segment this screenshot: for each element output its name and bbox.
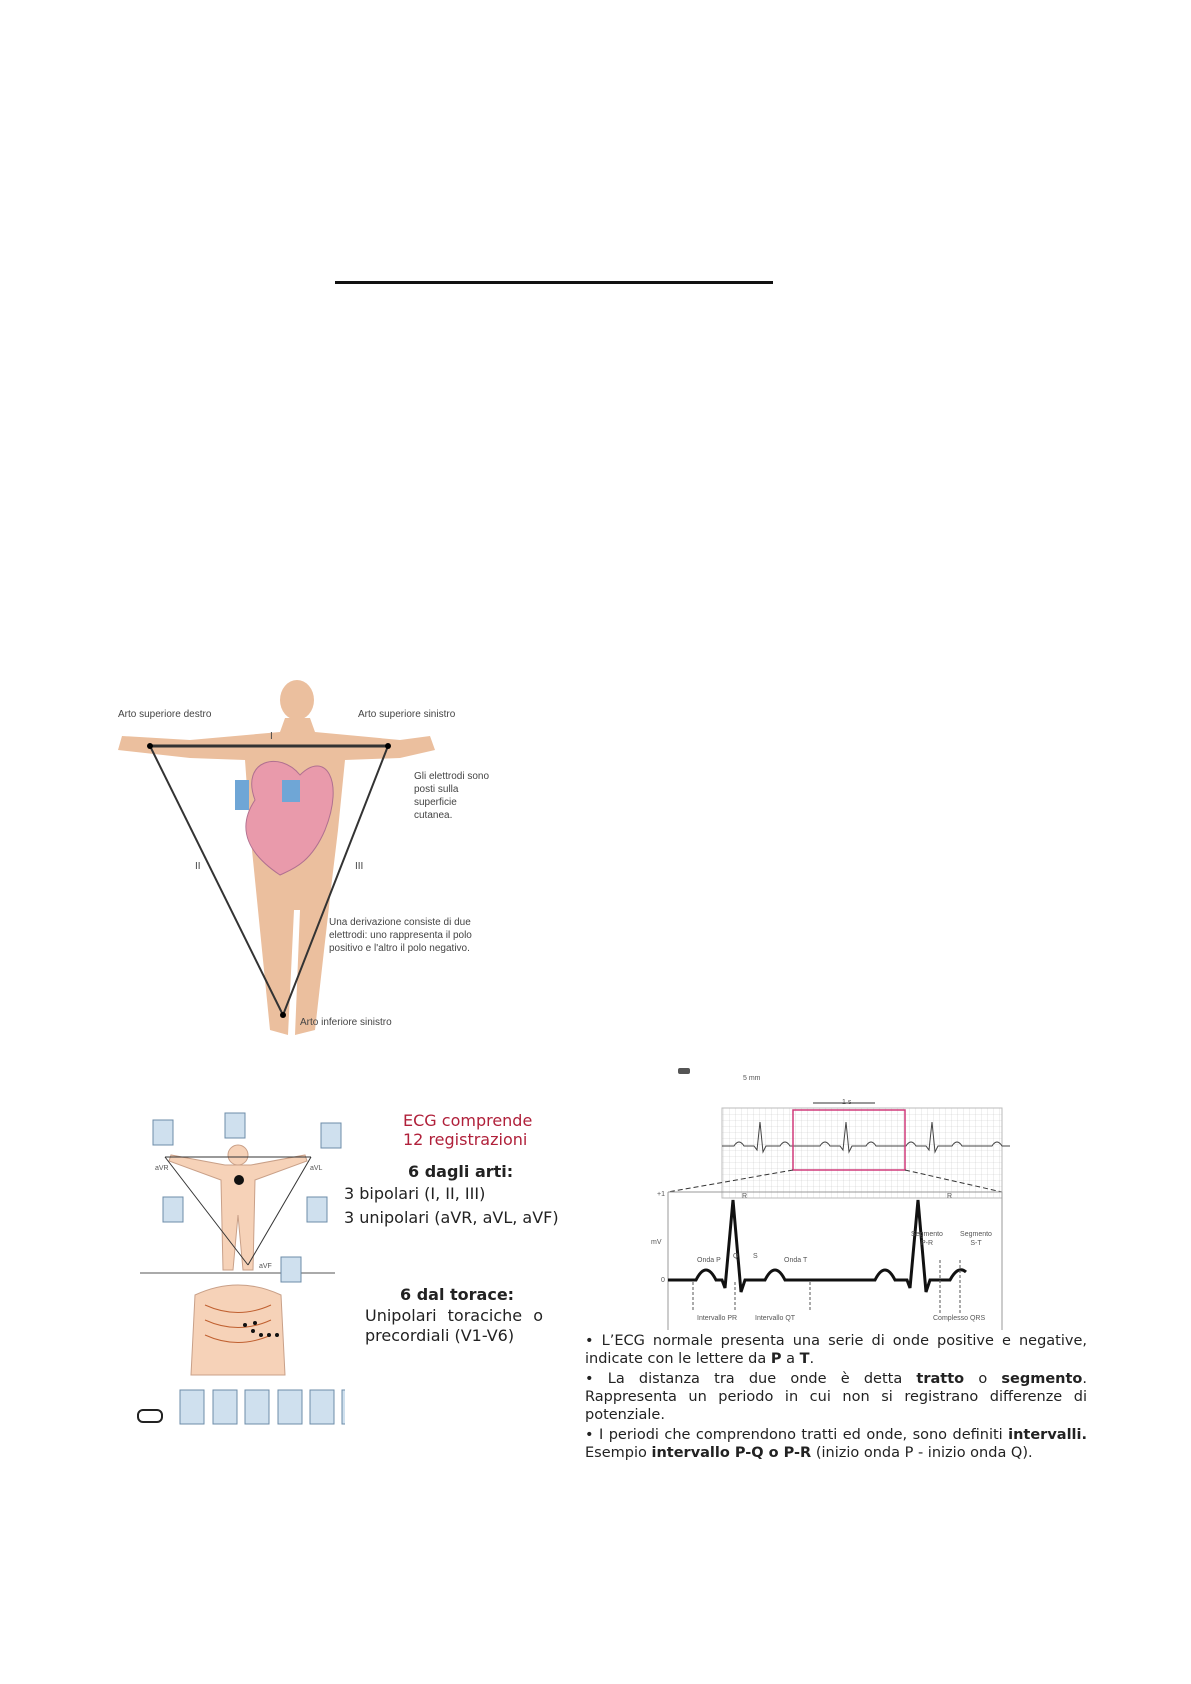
y-top-label: +1 xyxy=(657,1191,665,1198)
qrs-label: Complesso QRS xyxy=(933,1315,986,1322)
ecg-bullets: • L’ECG normale presenta una serie di on… xyxy=(585,1332,1087,1462)
bullet-item: • La distanza tra due onde è detta tratt… xyxy=(585,1371,1087,1423)
einthoven-triangle-figure: Arto superiore destro Arto superiore sin… xyxy=(110,680,500,1050)
chest-leads-heading: 6 dal torace: xyxy=(400,1285,515,1304)
lead-iii-label: III xyxy=(355,861,364,872)
scale-label: 5 mm xyxy=(743,1075,761,1082)
ecg-figure: 5 mm 1 s +1 0 mV R R Q S Onda P Onda T S… xyxy=(585,1060,1058,1332)
lead-note: Una derivazione consiste di due elettrod… xyxy=(329,917,472,954)
electrodes-note: Gli elettrodi sono posti sulla superfici… xyxy=(414,771,490,821)
ecg-trace-diagram xyxy=(667,1068,1058,1330)
right-arm-label: Arto superiore destro xyxy=(118,709,212,720)
qt-interval-label: Intervallo QT xyxy=(755,1315,796,1322)
chest-leads-desc: Unipolari toraciche o precordiali (V1-V6… xyxy=(365,1306,543,1345)
r-label: R xyxy=(742,1193,748,1200)
lead-placement-diagram xyxy=(137,1112,367,1425)
bullet-item: • I periodi che comprendono tratti ed on… xyxy=(585,1427,1087,1461)
left-leg-label: Arto inferiore sinistro xyxy=(300,1017,392,1028)
avl-label: aVL xyxy=(310,1165,323,1172)
p-wave-label: Onda P xyxy=(697,1257,721,1264)
q-label: Q xyxy=(733,1253,739,1260)
y-unit-label: mV xyxy=(651,1239,662,1246)
left-arm-label: Arto superiore sinistro xyxy=(358,709,456,720)
body-diagram xyxy=(118,680,435,1035)
unipolar-leads: 3 unipolari (aVR, aVL, aVF) xyxy=(344,1208,559,1227)
bullet-item: • L’ECG normale presenta una serie di on… xyxy=(585,1333,1087,1367)
t-wave-label: Onda T xyxy=(784,1257,808,1264)
avr-label: aVR xyxy=(155,1165,169,1172)
avf-label: aVF xyxy=(259,1263,272,1270)
twelve-leads-title: ECG comprende 12 registrazioni xyxy=(403,1111,533,1149)
y-zero-label: 0 xyxy=(661,1277,665,1284)
pr-segment-label: Segmento P-R xyxy=(911,1231,943,1247)
title-underline xyxy=(335,281,773,284)
time-label: 1 s xyxy=(842,1099,852,1106)
r-label-2: R xyxy=(947,1193,953,1200)
twelve-leads-figure: aVR aVL aVF ECG comprende 12 registrazio… xyxy=(135,1105,565,1435)
bipolar-leads: 3 bipolari (I, II, III) xyxy=(344,1184,486,1203)
pr-interval-label: Intervallo PR xyxy=(697,1315,738,1322)
lead-i-label: I xyxy=(270,731,273,742)
lead-ii-label: II xyxy=(195,861,201,872)
s-label: S xyxy=(753,1253,758,1260)
st-segment-label: Segmento S-T xyxy=(960,1231,992,1247)
limb-leads-heading: 6 dagli arti: xyxy=(408,1162,514,1181)
